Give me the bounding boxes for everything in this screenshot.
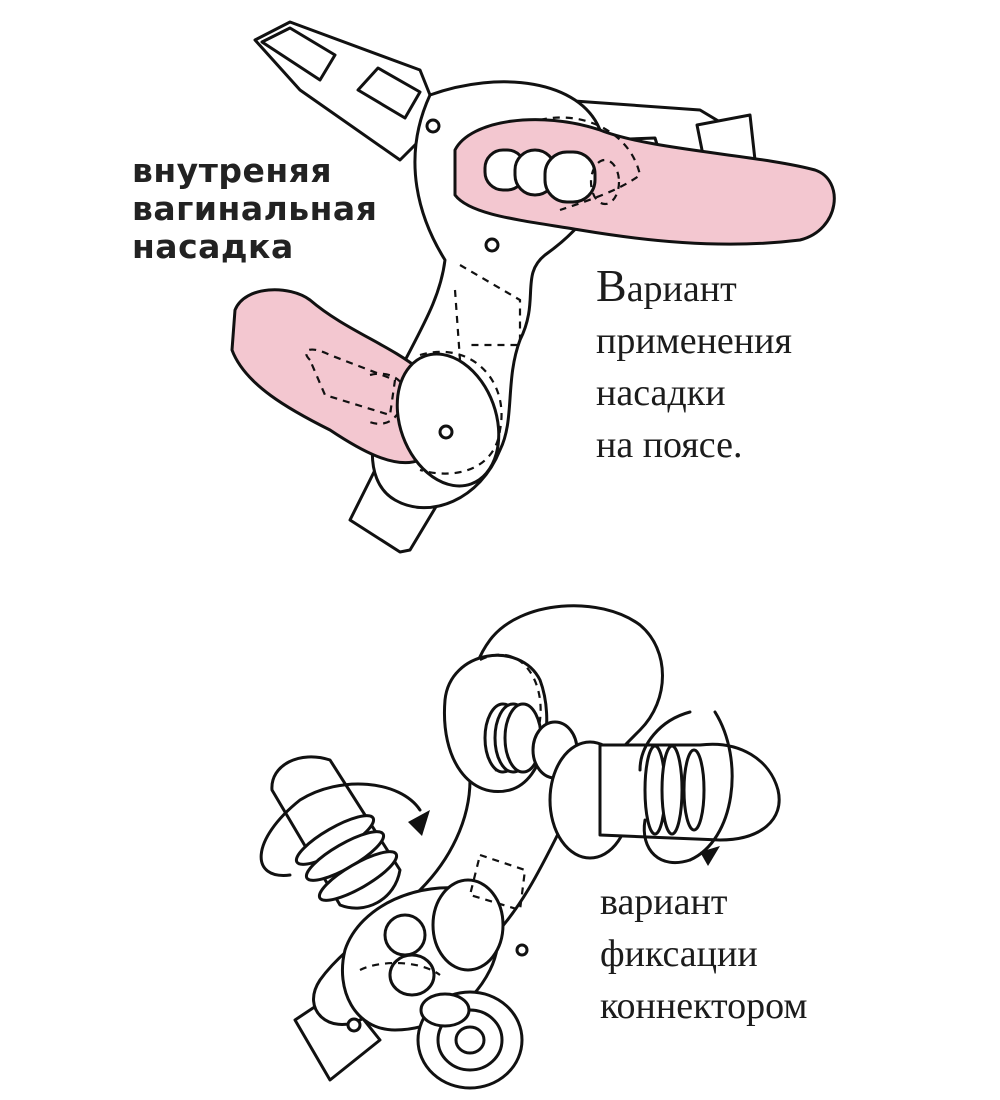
rivet-icon <box>425 118 441 134</box>
connector-variant-line-3: коннектором <box>600 985 808 1027</box>
front-hole-icon <box>388 953 436 997</box>
hidden-channel-top <box>459 264 522 347</box>
belt-variant-dropcap: В <box>596 260 627 311</box>
rivet-icon <box>484 237 500 253</box>
front-hidden-slot <box>468 853 527 912</box>
rotate-arrow-left-icon <box>259 782 422 877</box>
left-plug-ring <box>317 850 399 902</box>
belt-variant-label: Вариант применения насадки на поясе. <box>596 260 792 471</box>
strap-harness-top <box>230 20 836 554</box>
rivet-icon <box>515 943 529 957</box>
belt-variant-line-3: насадки <box>596 372 726 414</box>
internal-hidden-shaft <box>305 348 397 417</box>
belt-variant-line-4: на поясе. <box>596 424 743 466</box>
arrow-head-icon <box>408 810 430 836</box>
rotate-arrow-right-icon <box>688 710 734 862</box>
rotate-arrow-right-icon-top <box>638 710 692 772</box>
right-plug-ring <box>660 744 684 836</box>
rivet-icon <box>346 1017 362 1033</box>
belt-variant-word: ариант <box>626 268 737 310</box>
connector-variant-line-2: фиксации <box>600 933 758 975</box>
inner-attachment-line-3: насадка <box>132 227 294 266</box>
rotate-arrow-right-icon-tail <box>642 818 692 865</box>
connector-variant-line-1: вариант <box>600 881 728 923</box>
front-cup-icon <box>431 878 505 972</box>
front-thread-icon <box>383 913 427 957</box>
connector-ring-3 <box>543 150 597 204</box>
belt-variant-line-1: Вариант <box>596 260 792 315</box>
arrow-head-icon <box>700 846 720 866</box>
external-attachment <box>453 118 836 246</box>
hidden-channel-left <box>453 289 462 361</box>
front-hidden-outline <box>359 962 441 976</box>
left-strap-slot-2 <box>356 66 422 120</box>
connector-variant-label: вариант фиксации коннектором <box>600 876 807 1032</box>
suction-neck-icon <box>419 992 471 1028</box>
left-strap-slot-1 <box>260 26 337 82</box>
connector-hidden-outline <box>589 158 621 206</box>
inner-connector-plate <box>395 352 501 488</box>
right-plug-ring <box>682 748 706 832</box>
suction-center-icon <box>454 1025 486 1055</box>
inner-attachment-line-2: вагинальная <box>132 189 378 228</box>
internal-hidden-ring <box>364 372 407 425</box>
connector-harness-bottom <box>259 604 781 1090</box>
rivet-icon <box>438 424 454 440</box>
inner-plate-hidden-outline <box>419 350 503 475</box>
cup-hidden-outline <box>479 653 542 772</box>
belt-variant-line-2: применения <box>596 320 792 362</box>
inner-attachment-label: внутреняя вагинальная насадка <box>132 152 377 266</box>
inner-attachment-line-1: внутреняя <box>132 151 333 190</box>
hidden-base-outline <box>539 116 642 212</box>
